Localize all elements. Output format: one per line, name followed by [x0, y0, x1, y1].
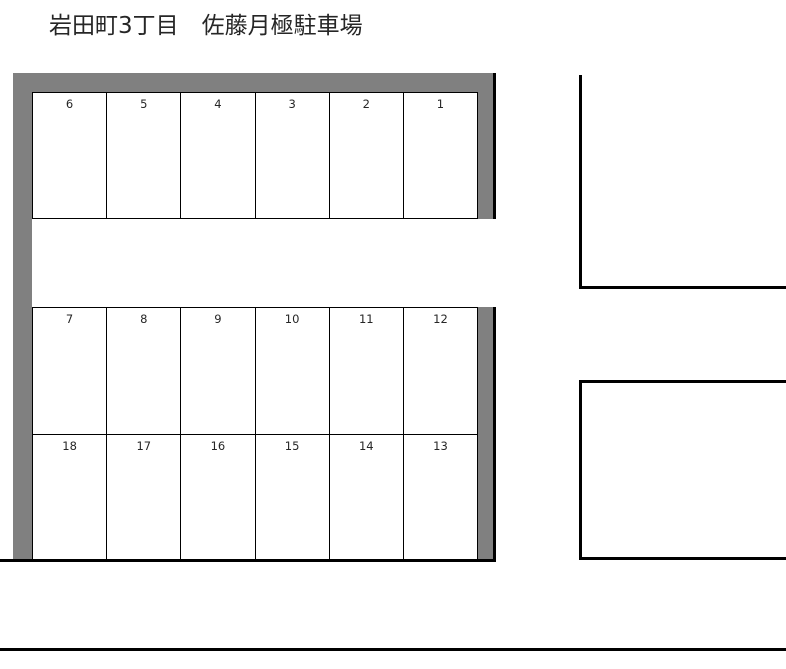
building-lower-right — [579, 380, 786, 560]
parking-space: 18 — [33, 435, 108, 559]
parking-space: 1 — [436, 97, 445, 111]
curb-right-upper — [477, 73, 493, 219]
parking-space: 7 — [33, 308, 108, 434]
parking-space: 15 — [256, 435, 330, 559]
parking-space: 3 — [256, 93, 330, 218]
parking-space: 5 — [107, 93, 182, 218]
parking-space: 13 — [433, 439, 448, 453]
curb-top — [13, 73, 493, 92]
boundary-line-right-upper — [493, 73, 496, 219]
building-upper-right — [579, 75, 786, 289]
parking-space: 16 — [181, 435, 256, 559]
page-title: 岩田町3丁目 佐藤月極駐車場 — [49, 13, 363, 39]
parking-space: 12 — [433, 312, 448, 326]
parking-space: 6 — [33, 93, 108, 218]
boundary-line-bottom — [0, 559, 496, 562]
parking-space: 8 — [107, 308, 182, 434]
curb-right-lower — [477, 307, 493, 560]
parking-space: 2 — [330, 93, 404, 218]
parking-space: 4 — [181, 93, 256, 218]
parking-space: 14 — [330, 435, 404, 559]
parking-space: 17 — [107, 435, 182, 559]
boundary-line-right-lower — [493, 307, 496, 561]
road-edge-bottom — [0, 648, 786, 651]
parking-space: 11 — [330, 308, 404, 434]
parking-space: 10 — [256, 308, 330, 434]
curb-left — [13, 73, 32, 560]
parking-space: 9 — [181, 308, 256, 434]
